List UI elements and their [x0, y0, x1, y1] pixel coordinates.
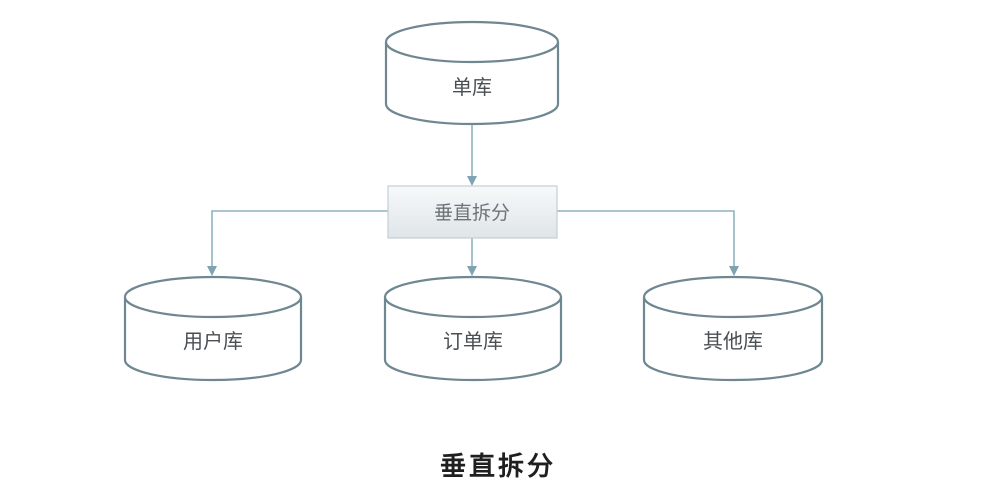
figure-caption: 垂直拆分	[439, 452, 556, 482]
connector-source-to-split	[467, 125, 477, 186]
source-database-label: 单库	[452, 75, 492, 99]
target-database-user-label: 用户库	[183, 329, 243, 353]
vertical-split-diagram: 单库 垂直拆分 用户库 订单库 其他库	[123, 20, 824, 382]
target-database-user: 用户库	[123, 275, 303, 382]
target-database-order-label: 订单库	[443, 329, 503, 353]
target-database-other: 其他库	[642, 275, 824, 382]
split-box-label: 垂直拆分	[434, 202, 510, 224]
target-database-order: 订单库	[383, 275, 563, 382]
target-database-other-label: 其他库	[703, 329, 763, 353]
source-database: 单库	[384, 20, 560, 126]
split-box: 垂直拆分	[387, 185, 558, 239]
connector-branches	[207, 210, 739, 276]
